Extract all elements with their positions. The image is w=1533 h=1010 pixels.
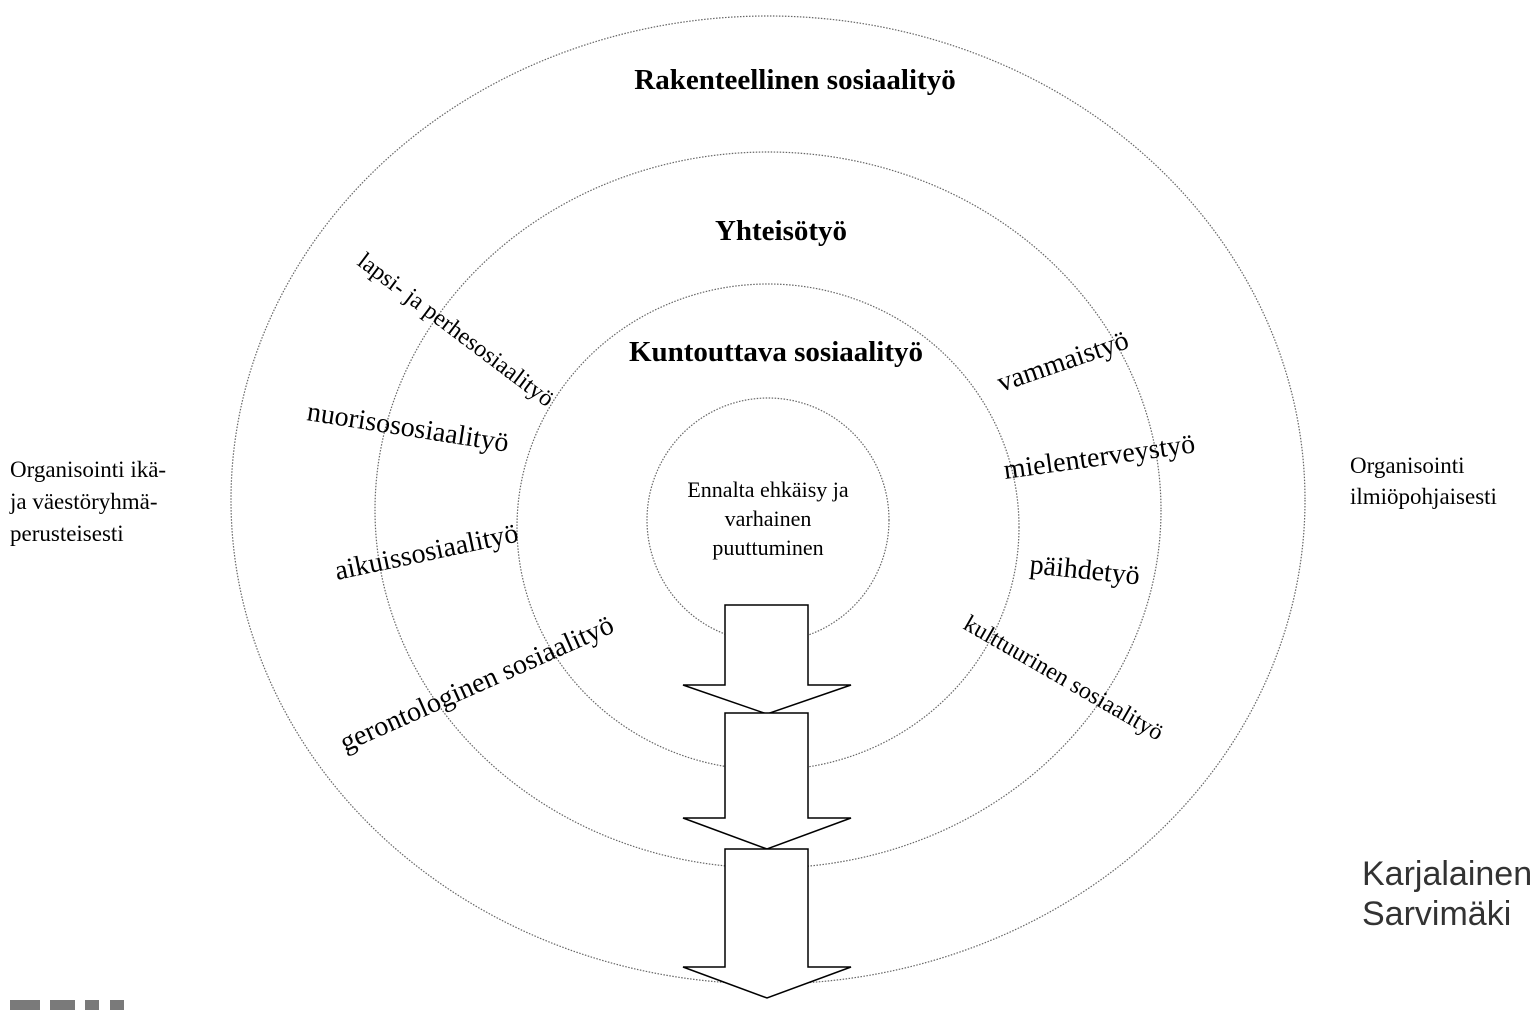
core-line-3: puuttuminen — [712, 535, 823, 560]
item-paihdetyo: päihdetyö — [1028, 549, 1141, 591]
core-line-2: varhainen — [725, 506, 812, 531]
core-line-1: Ennalta ehkäisy ja — [687, 477, 849, 502]
item-mielenterveystyo: mielenterveystyö — [1002, 428, 1197, 486]
middle-ring-title: Yhteisötyö — [715, 215, 847, 247]
citation-line-2: Sarvimäki — [1362, 895, 1511, 933]
outer-ring-title: Rakenteellinen sosiaalityö — [634, 64, 955, 96]
item-vammaistyo: vammaistyö — [993, 325, 1133, 399]
arrow-2 — [682, 712, 852, 850]
logo-fragment — [10, 1000, 124, 1010]
core-ring — [646, 397, 890, 643]
left-note-line-1: Organisointi ikä- — [10, 457, 166, 482]
right-note-line-2: ilmiöpohjaisesti — [1350, 484, 1497, 509]
citation-line-1: Karjalainen — [1362, 855, 1532, 893]
item-nuorisososiaalityo: nuorisososiaalityö — [305, 396, 511, 458]
item-kulttuurinen-sosiaalityo: kulttuurinen sosiaalityö — [959, 611, 1168, 747]
left-note-line-2: ja väestöryhmä- — [9, 489, 158, 514]
inner-ring-title: Kuntouttava sosiaalityö — [629, 336, 923, 368]
left-note-line-3: perusteisesti — [10, 521, 124, 546]
middle-ring — [374, 151, 1162, 869]
item-lapsi-ja-perhesosiaalityo: lapsi- ja perhesosiaalityö — [352, 248, 558, 412]
arrow-1 — [682, 604, 852, 715]
right-note-line-1: Organisointi — [1350, 453, 1465, 478]
arrow-3 — [682, 848, 852, 999]
item-aikuissosiaalityo: aikuissosiaalityö — [332, 518, 521, 587]
